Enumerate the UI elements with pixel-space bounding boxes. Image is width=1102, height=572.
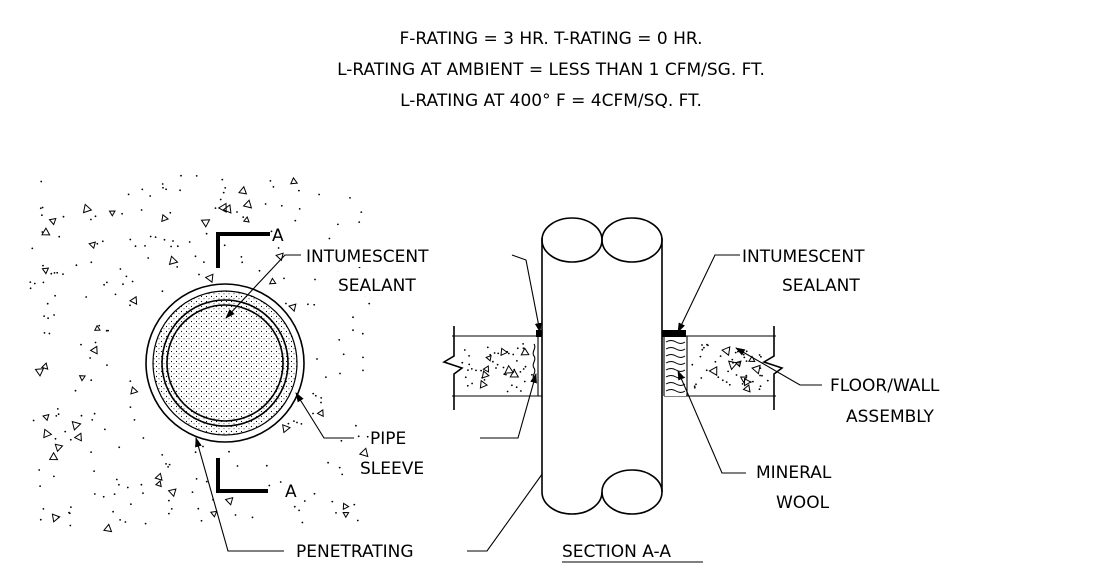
section-letter-top: A [272,226,284,246]
mineral-wool-label-line2: WOOL [776,493,830,513]
intumescent-label-left-line2: SEALANT [338,276,416,296]
leader-floor-wall [735,347,822,386]
leader-intumescent-section-right [677,254,740,333]
penetrating-label: PENETRATING [296,542,414,562]
plan-sleeve-outer [145,283,305,443]
pipe-body-fill [542,238,662,516]
leader-intumescent-plan [225,254,301,319]
plan-pipe [166,304,284,422]
leader-penetrating-plan [195,437,284,552]
intumescent-label-left-line1: INTUMESCENT [306,247,429,267]
slab-left-concrete-texture [461,343,533,393]
slab-left-break [442,326,464,410]
floor-wall-label-line1: FLOOR/WALL [830,376,940,396]
pipe-sleeve-label-line1: PIPE [370,429,406,449]
slab-right-break [762,326,784,410]
slab-left-fill [452,336,542,396]
wool-right-fill [662,336,686,396]
sealant-right-bead [662,330,686,337]
pipe-top-end-right [601,217,663,263]
rating-line-2: L-RATING AT AMBIENT = LESS THAN 1 CFM/SG… [337,60,765,80]
intumescent-label-right-line1: INTUMESCENT [742,247,865,267]
intumescent-label-right-line2: SEALANT [782,276,860,296]
section-view [442,217,784,516]
label-mask-left-2 [334,272,418,296]
pipe-bottom-arc-left [541,491,603,515]
slab-right-concrete-texture [691,343,769,393]
leader-intumescent-section-left [511,254,542,333]
plan-view: A A [29,174,371,533]
rating-line-3: L-RATING AT 400° F = 4CFM/SQ. FT. [400,91,702,111]
leader-pipe-sleeve-section [480,373,537,439]
label-mask-pipe [370,426,410,448]
section-cut-mark-bottom [216,458,268,493]
label-mask-left-1 [300,243,504,267]
leader-mineral-wool [677,370,746,474]
plan-concrete-texture [29,174,371,533]
pipe-sleeve-label-line2: SLEEVE [360,459,424,479]
mineral-wool-label-line1: MINERAL [756,463,832,483]
plan-sealant-ring [152,290,298,436]
leader-penetrating-section [467,437,569,552]
section-title: SECTION A-A [562,542,671,562]
pipe-bottom-end-right [601,469,663,515]
floor-wall-label-line2: ASSEMBLY [846,407,934,427]
section-cut-mark-top [216,232,270,268]
rating-line-1: F-RATING = 3 HR. T-RATING = 0 HR. [399,29,702,49]
sealant-left-bead [536,330,542,337]
plan-sleeve-inner [161,299,289,427]
section-letter-bottom: A [285,482,297,502]
leader-pipe-sleeve [295,392,354,439]
